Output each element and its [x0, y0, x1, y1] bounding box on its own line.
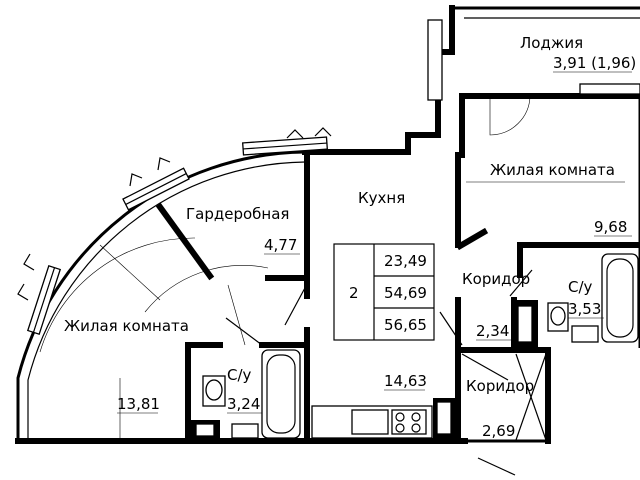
- room-kitchen: Кухня 14,63: [358, 189, 427, 391]
- room-corridor-bottom-name: Коридор: [466, 377, 534, 395]
- room-bath-right: С/у 3,53: [568, 278, 604, 319]
- room-loggia-name: Лоджия: [520, 34, 583, 52]
- room-wardrobe: Гардеробная 4,77: [186, 205, 300, 255]
- room-bath-right-name: С/у: [568, 278, 593, 296]
- room-bath-left-name: С/у: [227, 366, 252, 384]
- summary-total-with-loggia: 56,65: [384, 316, 427, 334]
- room-living-left-name: Жилая комната: [64, 317, 189, 335]
- room-bath-left-area: 3,24: [227, 395, 260, 413]
- room-bath-left: С/у 3,24: [227, 366, 262, 414]
- room-living-right-area: 9,68: [594, 218, 627, 236]
- room-loggia-area: 3,91 (1,96): [553, 54, 636, 72]
- room-living-right: Жилая комната 9,68: [490, 161, 632, 237]
- room-loggia: Лоджия 3,91 (1,96): [520, 34, 636, 73]
- interior-walls: [155, 93, 640, 476]
- room-bath-right-area: 3,53: [568, 300, 601, 318]
- windows: [17, 19, 640, 336]
- room-corridor-top-area: 2,34: [476, 322, 509, 340]
- room-living-left-area: 13,81: [117, 395, 160, 413]
- room-living-right-name: Жилая комната: [490, 161, 615, 179]
- room-living-left: Жилая комната 13,81: [64, 317, 189, 414]
- room-wardrobe-name: Гардеробная: [186, 205, 289, 223]
- room-corridor-bottom: Коридор 2,69: [466, 377, 534, 441]
- fixtures: [190, 253, 639, 441]
- summary-rooms-count: 2: [349, 284, 359, 302]
- area-summary-table: 2 23,49 54,69 56,65: [333, 243, 435, 341]
- room-corridor-top-name: Коридор: [462, 270, 530, 288]
- room-corridor-bottom-area: 2,69: [482, 422, 515, 440]
- room-kitchen-area: 14,63: [384, 372, 427, 390]
- room-wardrobe-area: 4,77: [264, 236, 297, 254]
- door-arcs: [39, 181, 625, 441]
- summary-total-area: 54,69: [384, 284, 427, 302]
- room-kitchen-name: Кухня: [358, 189, 405, 207]
- room-corridor-top: Коридор 2,34: [462, 270, 530, 341]
- summary-living-area: 23,49: [384, 252, 427, 270]
